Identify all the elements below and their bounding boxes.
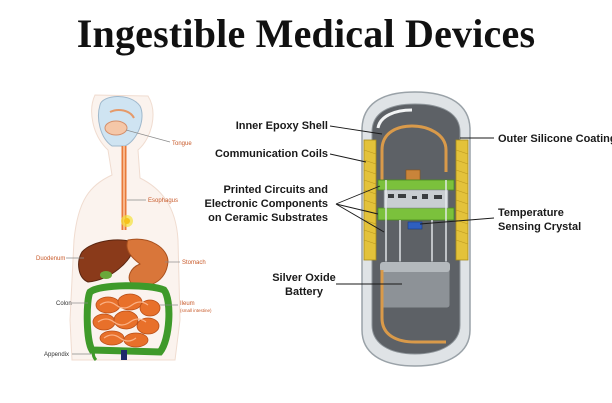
label-printed-circuits-2: Electronic Components <box>205 198 328 210</box>
bottom-wire <box>380 270 446 344</box>
label-communication-coils: Communication Coils <box>215 148 328 160</box>
label-temperature-2: Sensing Crystal <box>498 221 581 233</box>
circuit-board-1 <box>377 179 455 191</box>
label-colon: Colon <box>56 301 72 307</box>
label-ileum: Ileum <box>180 301 195 307</box>
label-printed-circuits-3: on Ceramic Substrates <box>208 212 328 224</box>
label-outer-silicone: Outer Silicone Coating <box>498 133 612 145</box>
label-appendix: Appendix <box>44 352 69 358</box>
circuit-board-2 <box>377 207 455 221</box>
label-temperature-1: Temperature <box>498 207 564 219</box>
gallbladder-shape <box>100 271 112 279</box>
capsule-marker <box>124 218 130 224</box>
label-stomach: Stomach <box>182 260 206 266</box>
appendix-shape <box>91 349 98 362</box>
label-printed-circuits-1: Printed Circuits and <box>223 184 328 196</box>
label-esophagus: Esophagus <box>148 198 178 204</box>
label-inner-epoxy-shell: Inner Epoxy Shell <box>236 120 328 132</box>
page-title: Ingestible Medical Devices <box>76 11 536 56</box>
liver-shape <box>78 239 136 283</box>
capsule-device: Inner Epoxy Shell Communication Coils Pr… <box>205 91 612 367</box>
label-silver-oxide-1: Silver Oxide <box>272 272 336 284</box>
colon-shape <box>83 282 173 356</box>
sensing-crystal <box>407 221 423 230</box>
tongue-shape <box>104 120 128 136</box>
label-ileum-sub: (small intestine) <box>180 308 212 313</box>
top-wire <box>380 124 448 180</box>
label-silver-oxide-2: Battery <box>285 286 324 298</box>
anatomy-figure: Tongue Esophagus Duodenum Stomach Colon … <box>36 94 212 362</box>
label-duodenum: Duodenum <box>36 256 65 262</box>
label-tongue: Tongue <box>172 141 192 147</box>
